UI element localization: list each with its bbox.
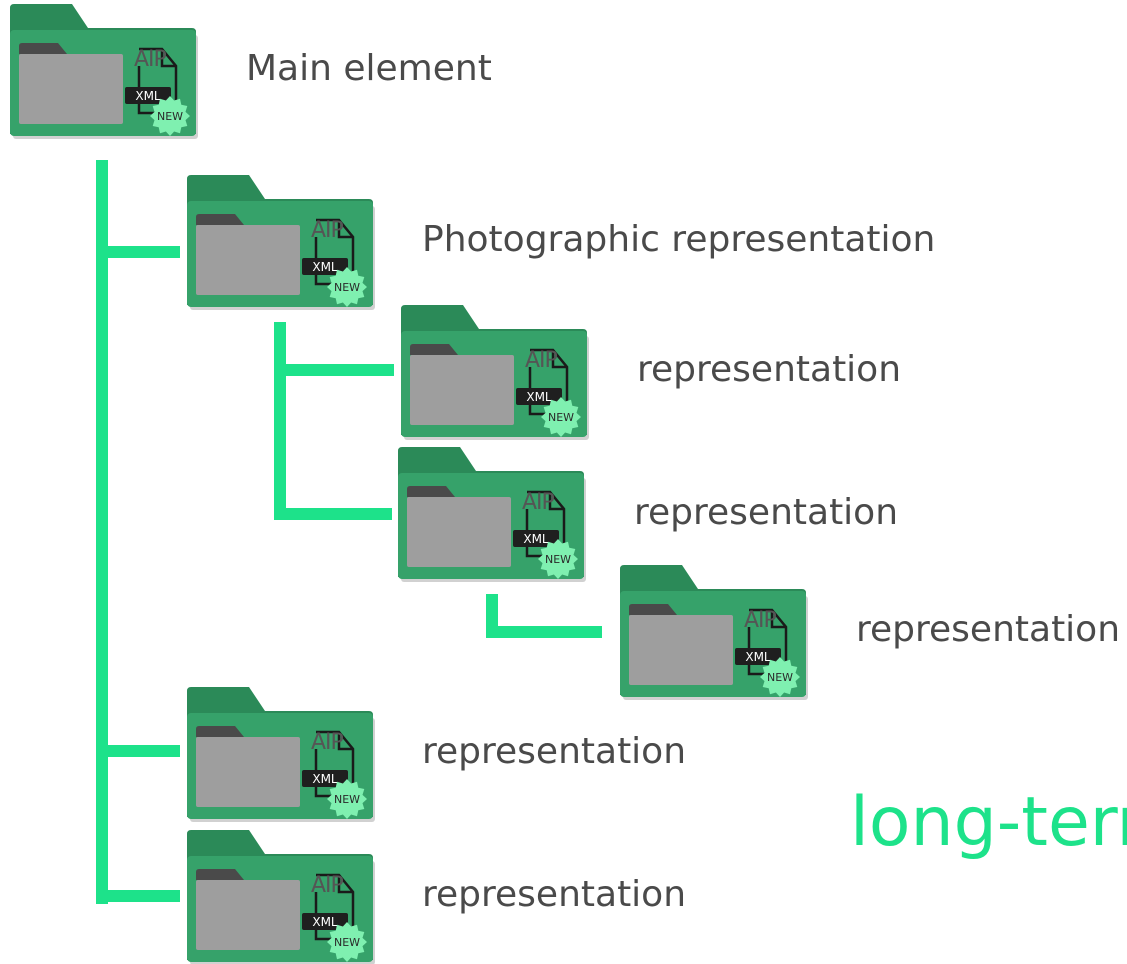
xml-tag-label: XML — [745, 650, 771, 664]
aip-label: AIP — [311, 873, 344, 898]
child-1-2-label: representation — [634, 492, 899, 533]
child-2-label: representation — [422, 731, 687, 772]
aip-folder-icon: AIP XML NEW — [10, 4, 200, 144]
folder-sheet — [196, 225, 300, 295]
connector-to-child-2 — [96, 745, 180, 757]
folder-inner-tab — [407, 486, 455, 497]
xml-tag — [516, 388, 562, 405]
document-fold — [160, 49, 176, 68]
folder-inner-tab — [196, 869, 244, 880]
aip-folder-icon: AIP XML NEW — [398, 447, 588, 587]
aip-label: AIP — [311, 218, 344, 243]
xml-tag — [513, 530, 559, 547]
new-badge — [541, 397, 581, 437]
new-badge-label: NEW — [548, 411, 574, 424]
folder-inner-tab — [196, 726, 244, 737]
folder-sheet — [629, 615, 733, 685]
document-fold — [548, 492, 564, 511]
new-badge-label: NEW — [334, 281, 360, 294]
new-badge — [327, 779, 367, 819]
folder-sheet — [410, 355, 514, 425]
aip-label: AIP — [134, 47, 167, 72]
aip-folder-icon: AIP XML NEW — [401, 305, 591, 445]
connector-root-trunk — [96, 160, 108, 904]
folder-sheet — [407, 497, 511, 567]
document-outline — [314, 218, 355, 286]
xml-tag — [302, 770, 348, 787]
folder-inner-tab — [196, 214, 244, 225]
document-fold — [337, 732, 353, 751]
new-badge-label: NEW — [767, 671, 793, 684]
child-1-label: Photographic representation — [422, 219, 936, 260]
aip-folder-icon: AIP XML NEW — [187, 175, 377, 315]
new-badge — [327, 267, 367, 307]
document-outline — [314, 873, 355, 941]
document-fold — [551, 350, 567, 369]
xml-tag-label: XML — [135, 89, 161, 103]
new-badge — [538, 539, 578, 579]
new-badge-label: NEW — [334, 936, 360, 949]
new-badge-label: NEW — [334, 793, 360, 806]
connector-child-1-trunk — [274, 322, 286, 520]
document-fold — [337, 220, 353, 239]
folder-inner-tab — [410, 344, 458, 355]
document-outline — [314, 730, 355, 798]
document-outline — [528, 348, 569, 416]
connector-to-child-1-2-1 — [486, 626, 602, 638]
new-badge-label: NEW — [545, 553, 571, 566]
document-outline — [747, 608, 788, 676]
child-1-1-label: representation — [637, 349, 902, 390]
xml-tag — [735, 648, 781, 665]
document-outline — [525, 490, 566, 558]
xml-tag — [125, 87, 171, 104]
xml-tag-label: XML — [312, 772, 338, 786]
document-fold — [770, 610, 786, 629]
new-badge — [150, 96, 190, 136]
xml-tag — [302, 913, 348, 930]
connector-to-child-1-1 — [274, 364, 394, 376]
child-3-label: representation — [422, 874, 687, 915]
aip-folder-icon: AIP XML NEW — [187, 830, 377, 964]
aip-label: AIP — [525, 348, 558, 373]
xml-tag-label: XML — [526, 390, 552, 404]
folder-sheet — [196, 737, 300, 807]
aip-label: AIP — [311, 730, 344, 755]
xml-tag-label: XML — [312, 260, 338, 274]
aip-folder-icon: AIP XML NEW — [187, 687, 377, 827]
child-1-2-1-label: representation — [856, 609, 1121, 650]
connector-to-child-1-2 — [274, 508, 392, 520]
document-outline — [137, 47, 178, 115]
xml-tag-label: XML — [312, 915, 338, 929]
new-badge — [327, 922, 367, 962]
folder-inner-tab — [19, 43, 67, 54]
new-badge-label: NEW — [157, 110, 183, 123]
root-label: Main element — [246, 48, 492, 89]
aip-label: AIP — [522, 490, 555, 515]
footer-heading: long-term — [850, 783, 1127, 862]
folder-sheet — [196, 880, 300, 950]
folder-inner-tab — [629, 604, 677, 615]
xml-tag — [302, 258, 348, 275]
new-badge — [760, 657, 800, 697]
connector-to-child-1 — [96, 246, 180, 258]
xml-tag-label: XML — [523, 532, 549, 546]
aip-folder-icon: AIP XML NEW — [620, 565, 810, 705]
aip-label: AIP — [744, 608, 777, 633]
connector-to-child-3 — [96, 890, 180, 902]
document-fold — [337, 875, 353, 894]
folder-sheet — [19, 54, 123, 124]
